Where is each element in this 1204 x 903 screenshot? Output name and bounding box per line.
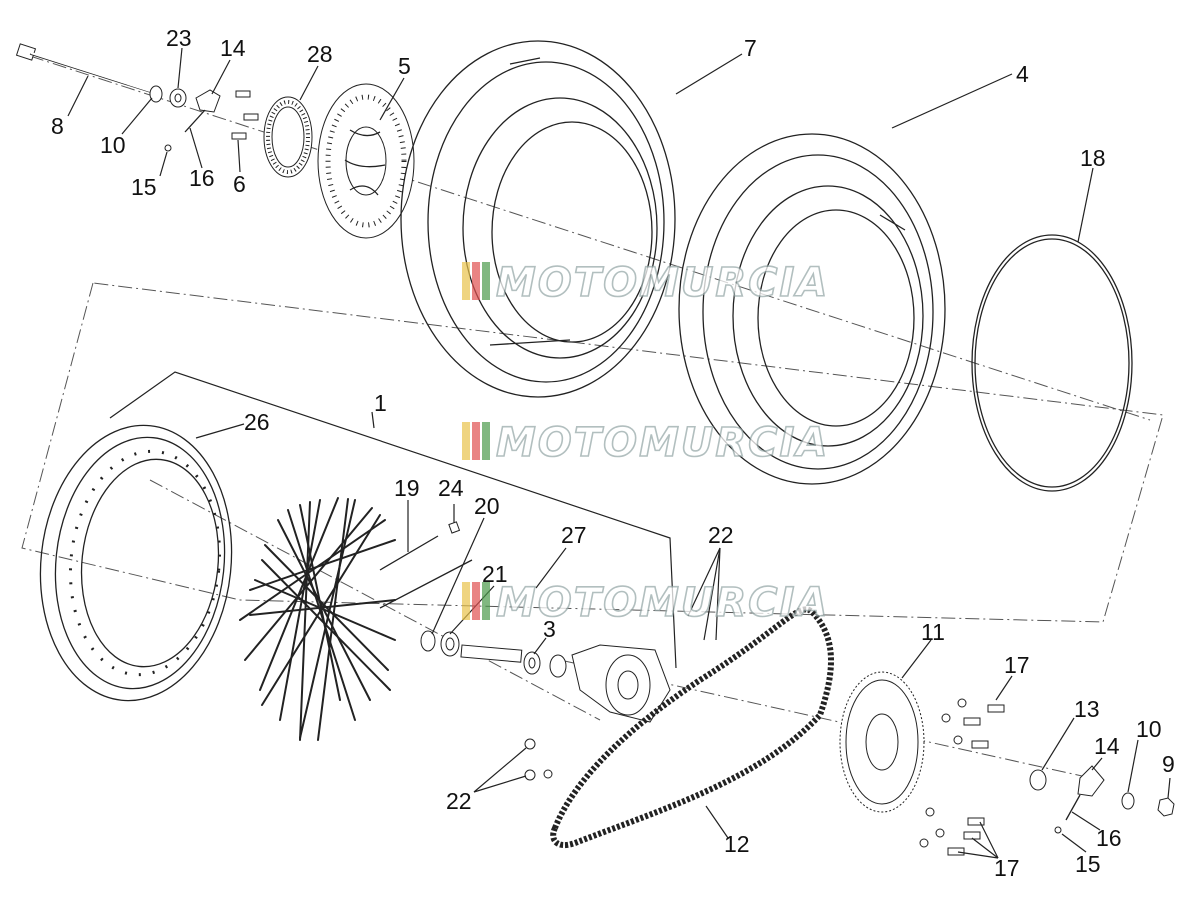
callout-11: 11 [921,619,945,645]
spokes [239,497,473,741]
callout-24: 24 [438,475,464,501]
callout-3: 3 [543,616,556,642]
callout-17-bottom: 17 [994,855,1020,881]
right-side-hardware [1029,765,1175,834]
callout-10-right: 10 [1136,716,1162,742]
rim-band [971,234,1133,492]
brake-disc [317,83,415,239]
inner-tube [678,133,946,485]
callout-22-bottom: 22 [446,788,472,814]
callout-17-top: 17 [1004,652,1030,678]
assembly-outline [21,55,1164,781]
rear-rim [39,424,233,702]
callout-15-right: 15 [1075,851,1101,877]
watermark: MOTOMURCIA MOTOMURCIA MOTOMURCIA [462,259,829,627]
sprocket-carrier-hub [524,644,671,781]
callout-6: 6 [233,171,246,197]
callout-9: 9 [1162,751,1175,777]
chain-adjuster-left [164,89,221,152]
callout-labels: 23 14 28 5 7 4 8 10 15 16 6 18 1 26 19 2… [51,25,1175,881]
callout-26: 26 [244,409,270,435]
callout-16: 16 [189,165,215,191]
axle-washer [149,85,187,108]
callout-14-right: 14 [1094,733,1120,759]
callout-13: 13 [1074,696,1100,722]
callout-4: 4 [1016,61,1029,87]
callout-20: 20 [474,493,500,519]
callout-14: 14 [220,35,246,61]
callout-7: 7 [744,35,757,61]
svg-text:MOTOMURCIA: MOTOMURCIA [496,420,829,466]
callout-12: 12 [724,831,750,857]
callout-27: 27 [561,522,587,548]
svg-text:MOTOMURCIA: MOTOMURCIA [496,260,829,306]
callout-23: 23 [166,25,192,51]
callout-18: 18 [1080,145,1106,171]
rear-axle [15,43,151,93]
callout-19: 19 [394,475,420,501]
callout-16-right: 16 [1096,825,1122,851]
callout-10: 10 [100,132,126,158]
leader-lines [67,47,1171,859]
callout-22-top: 22 [708,522,734,548]
callout-28: 28 [307,41,333,67]
svg-text:MOTOMURCIA: MOTOMURCIA [496,580,829,626]
rear-sprocket [839,671,925,813]
drive-chain [550,606,834,849]
hub-bearings [420,630,567,678]
callout-15: 15 [131,174,157,200]
callout-5: 5 [398,53,411,79]
tone-wheel [263,96,313,178]
callout-1: 1 [374,390,387,416]
sprocket-bolts-nuts [919,698,1005,856]
rear-tyre [400,40,676,398]
callout-8: 8 [51,113,64,139]
callout-21: 21 [482,561,508,587]
disc-bolts [231,90,259,140]
